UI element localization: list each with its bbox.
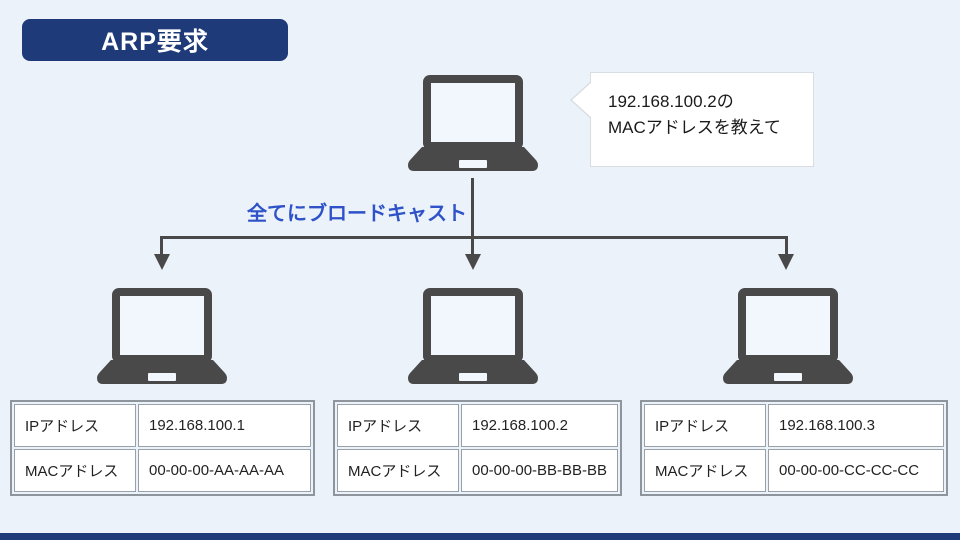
mac-label: MACアドレス	[644, 449, 766, 492]
laptop-icon	[408, 75, 538, 171]
mac-label: MACアドレス	[337, 449, 459, 492]
mac-value: 00-00-00-CC-CC-CC	[768, 449, 944, 492]
laptop-icon	[97, 288, 227, 384]
arrow-line-left-vertical	[160, 236, 163, 255]
host-table-3: IPアドレス 192.168.100.3 MACアドレス 00-00-00-CC…	[640, 400, 948, 496]
arrow-line-center-vertical	[471, 178, 474, 255]
table-row: IPアドレス 192.168.100.1	[14, 404, 311, 447]
speech-bubble-line2: MACアドレスを教えて	[608, 118, 781, 138]
table-row: MACアドレス 00-00-00-CC-CC-CC	[644, 449, 944, 492]
table-row: MACアドレス 00-00-00-BB-BB-BB	[337, 449, 618, 492]
mac-value: 00-00-00-BB-BB-BB	[461, 449, 618, 492]
arrowhead-right-icon	[778, 254, 794, 270]
mac-label: MACアドレス	[14, 449, 136, 492]
table-row: MACアドレス 00-00-00-AA-AA-AA	[14, 449, 311, 492]
mac-value: 00-00-00-AA-AA-AA	[138, 449, 311, 492]
laptop-icon	[408, 288, 538, 384]
ip-label: IPアドレス	[644, 404, 766, 447]
host-table-1: IPアドレス 192.168.100.1 MACアドレス 00-00-00-AA…	[10, 400, 315, 496]
speech-bubble-text: 192.168.100.2の MACアドレスを教えて	[608, 89, 781, 142]
ip-value: 192.168.100.2	[461, 404, 618, 447]
arrowhead-center-icon	[465, 254, 481, 270]
speech-bubble-line1: 192.168.100.2の	[608, 92, 734, 111]
bottom-accent-bar	[0, 533, 960, 540]
laptop-icon	[723, 288, 853, 384]
host-table-2: IPアドレス 192.168.100.2 MACアドレス 00-00-00-BB…	[333, 400, 622, 496]
speech-bubble: 192.168.100.2の MACアドレスを教えて	[570, 72, 814, 167]
arrow-line-horizontal	[160, 236, 788, 239]
ip-value: 192.168.100.3	[768, 404, 944, 447]
table-row: IPアドレス 192.168.100.3	[644, 404, 944, 447]
arrow-line-right-vertical	[785, 236, 788, 255]
ip-label: IPアドレス	[337, 404, 459, 447]
ip-value: 192.168.100.1	[138, 404, 311, 447]
broadcast-label: 全てにブロードキャスト	[247, 203, 467, 225]
page-title: ARP要求	[22, 19, 288, 61]
arrowhead-left-icon	[154, 254, 170, 270]
table-row: IPアドレス 192.168.100.2	[337, 404, 618, 447]
ip-label: IPアドレス	[14, 404, 136, 447]
